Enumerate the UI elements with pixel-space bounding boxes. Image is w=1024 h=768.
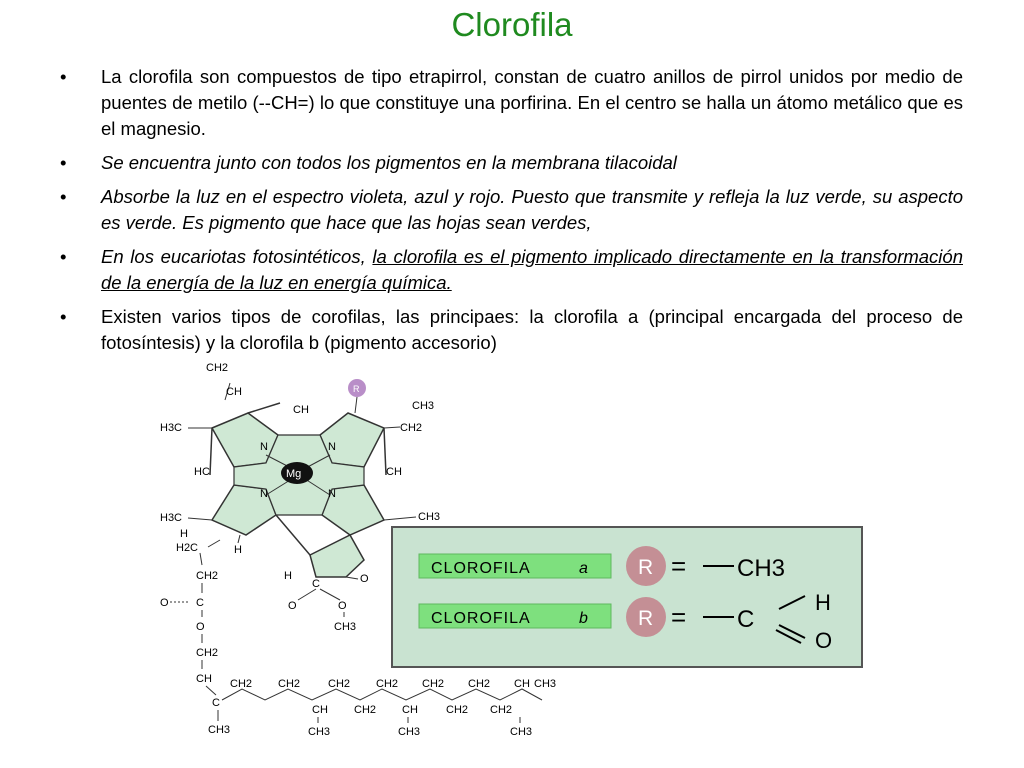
chem-label: CH2 xyxy=(230,678,252,690)
clorofila-b-label-box xyxy=(418,603,612,629)
group-o: O xyxy=(815,628,832,653)
bullet-item: • En los eucariotas fotosintéticos, la cl… xyxy=(60,244,963,296)
bullet-dot: • xyxy=(60,66,67,87)
bullet-item: • La clorofila son compuestos de tipo etr… xyxy=(60,64,963,142)
equals-b: = xyxy=(671,602,686,632)
chem-label: CH3 xyxy=(534,678,556,690)
chem-label: CH xyxy=(226,386,242,398)
bullet-dot: • xyxy=(60,186,67,207)
nitrogen-label: N xyxy=(260,488,268,500)
r-circle-b-label: R xyxy=(638,607,653,630)
chem-label: CH3 xyxy=(418,511,440,523)
chem-label: H3C xyxy=(160,422,182,434)
chlorophyll-molecule-diagram: Mg N N N N CH2 CH CH R H3C CH3 CH2 HC CH… xyxy=(160,362,556,738)
chem-label: CH3 xyxy=(208,724,230,736)
cyclopentanone-ring xyxy=(309,534,365,578)
bullet-text-plain: En los eucariotas fotosintéticos, xyxy=(101,246,373,267)
clorofila-a-label-box xyxy=(418,553,612,579)
chem-label: H xyxy=(180,528,188,540)
chem-label: CH3 xyxy=(398,726,420,738)
clorofila-a-variant: a xyxy=(579,560,588,577)
chem-label: CH3 xyxy=(412,400,434,412)
chem-label: CH xyxy=(312,704,328,716)
r-marker-label: R xyxy=(353,384,360,394)
nitrogen-label: N xyxy=(328,441,336,453)
bullet-text: La clorofila son compuestos de tipo etra… xyxy=(101,66,963,139)
group-ch3: CH3 xyxy=(737,555,785,582)
chem-label: CH3 xyxy=(510,726,532,738)
chem-label: CH xyxy=(293,404,309,416)
chem-label: CH2 xyxy=(400,422,422,434)
chem-label: CH2 xyxy=(468,678,490,690)
chem-label: O xyxy=(160,597,169,609)
chem-label: O xyxy=(360,573,369,585)
clorofila-b-label: CLOROFILA xyxy=(431,610,531,627)
r-group-marker xyxy=(348,379,366,397)
chem-label: CH2 xyxy=(446,704,468,716)
chem-label: O xyxy=(288,600,297,612)
bullet-item: • Absorbe la luz en el espectro violeta, … xyxy=(60,184,963,236)
chem-label: H xyxy=(234,544,242,556)
chem-label: CH2 xyxy=(490,704,512,716)
chem-label: CH3 xyxy=(334,621,356,633)
chem-label: HC xyxy=(194,466,210,478)
equals-a: = xyxy=(671,551,686,581)
bullet-text: Existen varios tipos de corofilas, las p… xyxy=(101,306,963,353)
chem-label: CH xyxy=(196,673,212,685)
chem-label: O xyxy=(338,600,347,612)
r-circle-b xyxy=(626,597,666,637)
chem-label: H3C xyxy=(160,512,182,524)
bullet-dot: • xyxy=(60,246,67,267)
group-h: H xyxy=(815,590,831,615)
chem-label: CH2 xyxy=(376,678,398,690)
chem-label: CH2 xyxy=(354,704,376,716)
chem-label: CH2 xyxy=(196,647,218,659)
chem-label: CH3 xyxy=(308,726,330,738)
bullet-text: En los eucariotas fotosintéticos, la clo… xyxy=(101,246,963,293)
r-circle-a-label: R xyxy=(638,556,653,579)
r-group-panel: CLOROFILA a R = CH3 CLOROFILA b R = C H … xyxy=(391,526,863,668)
chem-label: CH2 xyxy=(278,678,300,690)
bullet-item: • Existen varios tipos de corofilas, las … xyxy=(60,304,963,356)
chem-label: CH xyxy=(402,704,418,716)
bullet-list: • La clorofila son compuestos de tipo etr… xyxy=(60,64,963,364)
nitrogen-label: N xyxy=(260,441,268,453)
chem-label: CH2 xyxy=(206,362,228,374)
bullet-text: Absorbe la luz en el espectro violeta, a… xyxy=(101,186,963,233)
clorofila-b-variant: b xyxy=(579,610,588,627)
chem-label: C xyxy=(212,697,220,709)
magnesium-atom xyxy=(281,462,313,484)
group-c: C xyxy=(737,606,754,633)
mg-label: Mg xyxy=(286,468,301,480)
chem-label: CH2 xyxy=(422,678,444,690)
bullet-item: • Se encuentra junto con todos los pigme… xyxy=(60,150,963,176)
nitrogen-label: N xyxy=(328,488,336,500)
bullet-dot: • xyxy=(60,306,67,327)
chem-label: H xyxy=(284,570,292,582)
bullet-text: Se encuentra junto con todos los pigment… xyxy=(101,152,677,173)
chem-label: CH2 xyxy=(196,570,218,582)
chem-label: C xyxy=(196,597,204,609)
chem-label: CH xyxy=(386,466,402,478)
bullet-text-underlined: la clorofila es el pigmento implicado di… xyxy=(101,246,963,293)
chem-label: O xyxy=(196,621,205,633)
slide-title: Clorofila xyxy=(451,6,573,43)
phytol-tail: CH2 CH2 CH2 CH CH2 CH2 CH2 CH CH2 CH2 CH… xyxy=(221,678,556,738)
chem-label: CH xyxy=(514,678,530,690)
clorofila-a-label: CLOROFILA xyxy=(431,560,531,577)
chem-label: CH2 xyxy=(328,678,350,690)
r-circle-a xyxy=(626,546,666,586)
chem-label: H2C xyxy=(176,542,198,554)
bullet-dot: • xyxy=(60,152,67,173)
chem-label: C xyxy=(312,578,320,590)
